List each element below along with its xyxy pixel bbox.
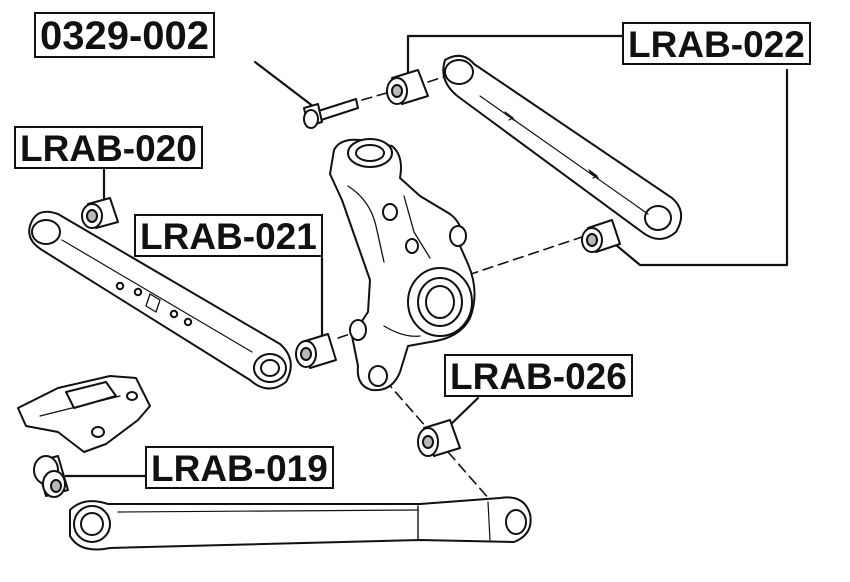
upper-link-bushing-side <box>581 219 621 253</box>
leader-0329-002 <box>253 60 320 112</box>
part-label-lrab-020[interactable]: LRAB-020 <box>14 126 203 169</box>
axis-bolt-to-link <box>361 91 391 101</box>
leader-lrab-022-side <box>608 68 789 267</box>
axis-knuckle-to-bush <box>467 235 586 276</box>
front-link-bushing <box>81 197 119 229</box>
part-label-lrab-021[interactable]: LRAB-021 <box>134 214 323 257</box>
upper-link-part <box>442 54 683 240</box>
trailing-arm-bushing <box>33 455 69 498</box>
leader-lines <box>64 34 789 478</box>
part-label-lrab-022[interactable]: LRAB-022 <box>622 22 811 65</box>
knuckle-part <box>329 138 476 392</box>
part-label-0329-002[interactable]: 0329-002 <box>34 12 216 58</box>
leader-lrab-022-top <box>406 34 624 74</box>
knuckle-rear-bushing <box>417 419 461 457</box>
leader-lrab-026 <box>445 396 480 430</box>
part-label-lrab-026[interactable]: LRAB-026 <box>444 354 633 397</box>
axis-bush-to-link <box>427 75 447 83</box>
bracket-part <box>17 375 151 453</box>
bolt-part <box>303 98 359 129</box>
knuckle-lower-bushing <box>295 333 337 369</box>
front-link-part <box>28 210 292 390</box>
part-label-lrab-019[interactable]: LRAB-019 <box>145 446 334 489</box>
trailing-arm-part <box>69 496 532 551</box>
upper-link-bushing-top <box>386 69 429 105</box>
